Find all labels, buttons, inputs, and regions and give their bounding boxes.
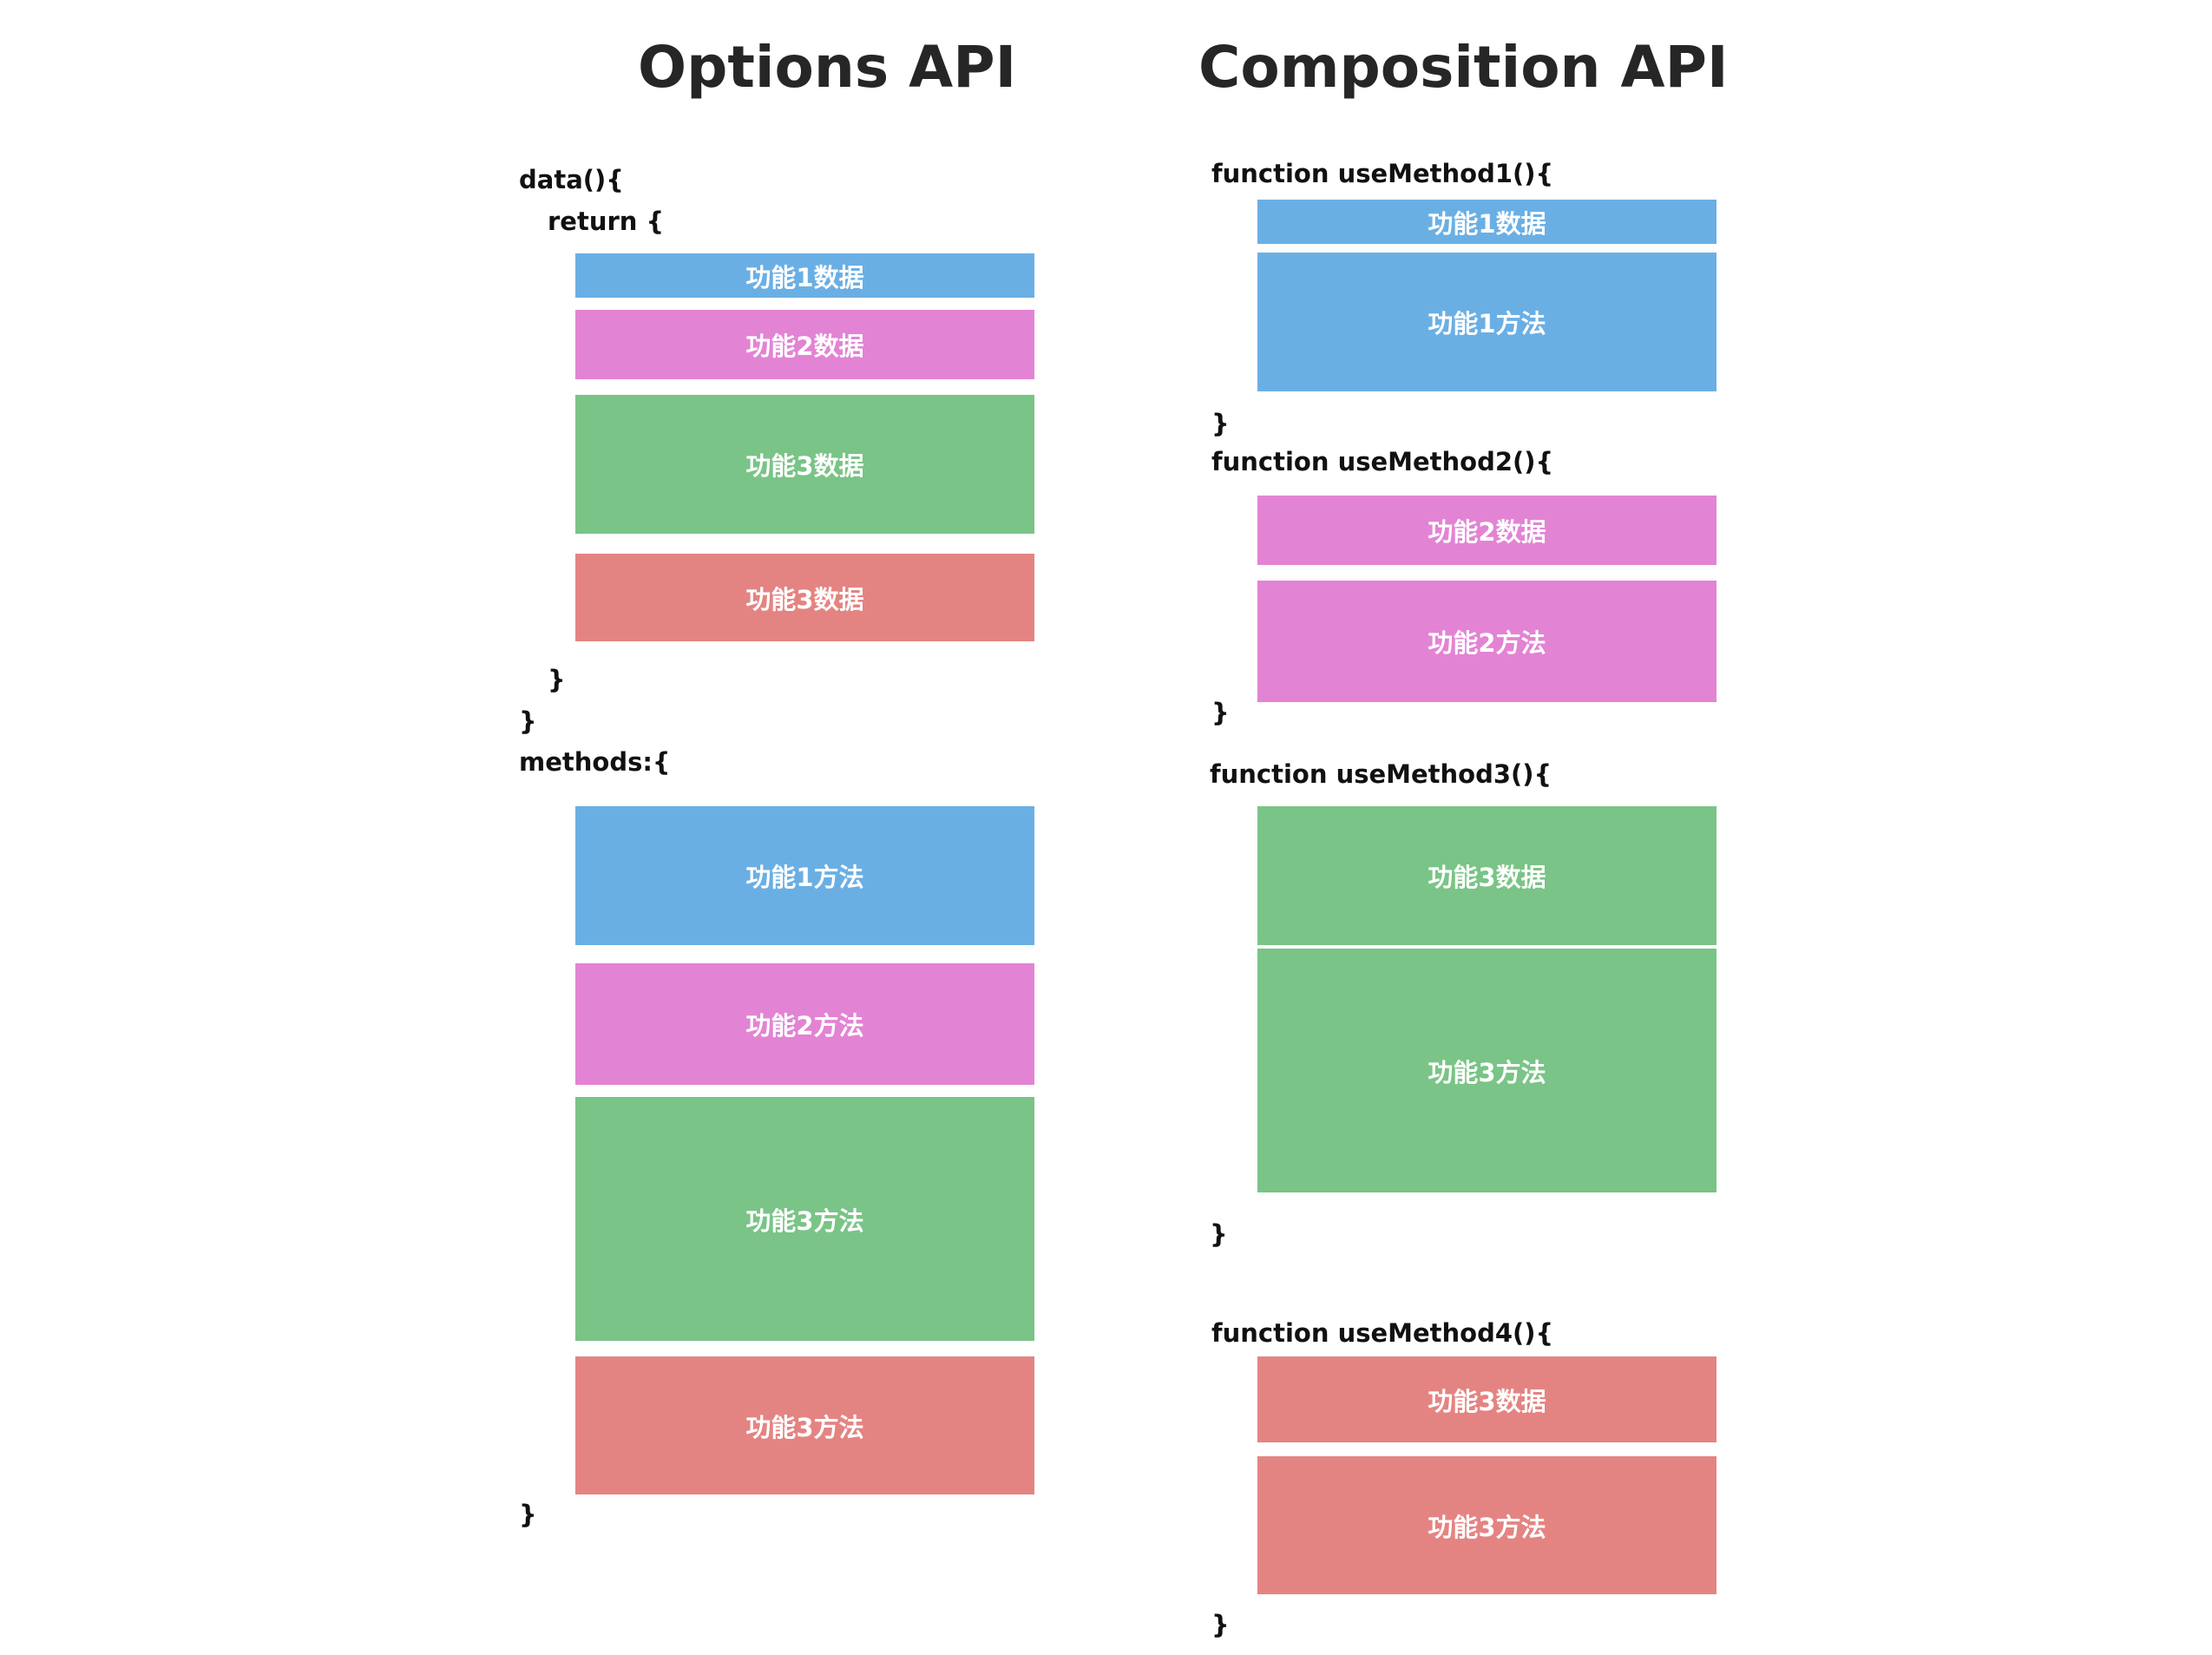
methods-open: methods:{	[519, 747, 671, 777]
composition-block-4-method: 功能3方法	[1257, 1456, 1716, 1594]
options-data-block-2: 功能2数据	[575, 310, 1034, 379]
return-open: return {	[548, 207, 665, 236]
options-method-block-2: 功能2方法	[575, 963, 1034, 1085]
function-close-4: }	[1211, 1610, 1230, 1639]
options-data-block-3: 功能3数据	[575, 395, 1034, 534]
function-header-1: function useMethod1(){	[1211, 159, 1554, 188]
function-close-1: }	[1211, 409, 1230, 438]
composition-block-3-method: 功能3方法	[1257, 949, 1716, 1192]
function-close-2: }	[1211, 698, 1230, 727]
function-close-3: }	[1210, 1219, 1228, 1249]
composition-block-2-data: 功能2数据	[1257, 496, 1716, 565]
methods-close: }	[519, 1500, 537, 1529]
data-close: }	[519, 706, 537, 736]
options-data-block-4: 功能3数据	[575, 554, 1034, 641]
options-data-block-1: 功能1数据	[575, 253, 1034, 298]
composition-block-2-method: 功能2方法	[1257, 581, 1716, 702]
composition-block-3-data: 功能3数据	[1257, 806, 1716, 945]
options-method-block-3: 功能3方法	[575, 1097, 1034, 1341]
options-method-block-4: 功能3方法	[575, 1356, 1034, 1494]
composition-block-1-method: 功能1方法	[1257, 253, 1716, 391]
composition-block-4-data: 功能3数据	[1257, 1356, 1716, 1442]
options-method-block-1: 功能1方法	[575, 806, 1034, 945]
composition-api-title: Composition API	[1198, 34, 1729, 101]
data-open: data(){	[519, 165, 624, 194]
function-header-4: function useMethod4(){	[1211, 1318, 1554, 1348]
return-close: }	[548, 665, 566, 694]
composition-block-1-data: 功能1数据	[1257, 200, 1716, 244]
function-header-3: function useMethod3(){	[1210, 759, 1552, 789]
options-api-title: Options API	[638, 34, 1017, 101]
function-header-2: function useMethod2(){	[1211, 447, 1554, 476]
